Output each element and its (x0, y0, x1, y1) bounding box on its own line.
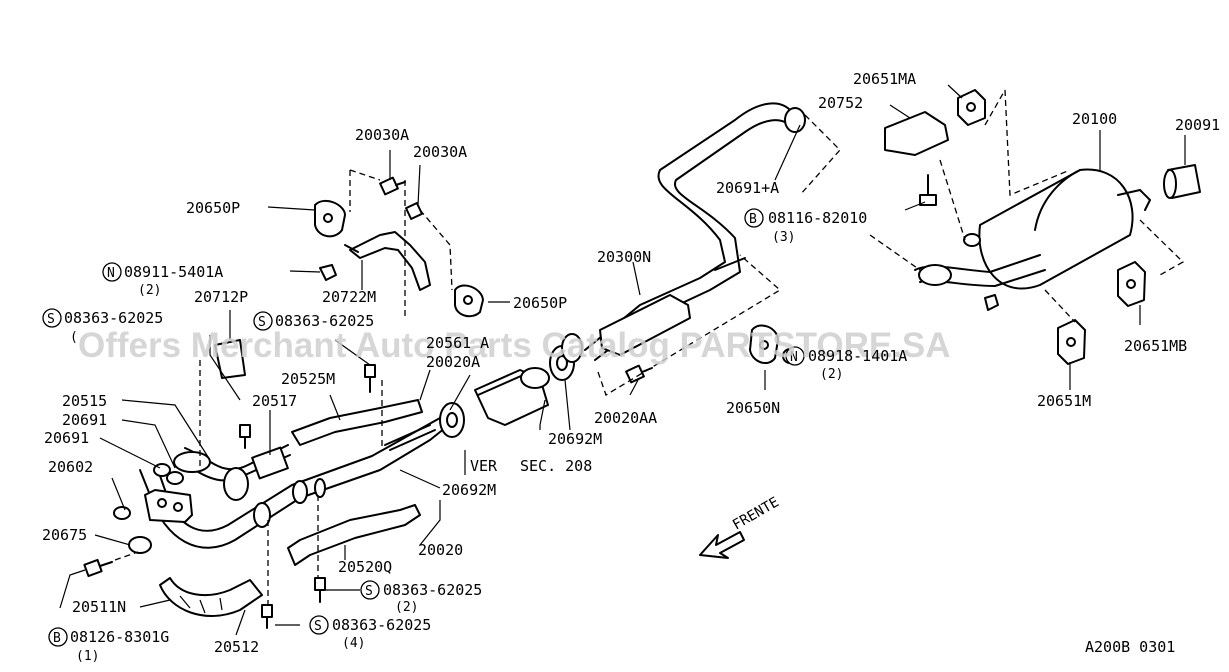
label-08363-c-qty: (4) (342, 636, 365, 651)
mount-rubber-20650P-upper (314, 199, 346, 238)
label-20650P-1: 20650P (186, 199, 240, 217)
label-20650N: 20650N (726, 399, 780, 417)
bolt-08363-a (364, 364, 376, 393)
label-08363-d: 08363-62025 (383, 581, 482, 599)
mount-rubber-20651MA (957, 89, 986, 126)
bracket-20712P (214, 339, 246, 379)
flange-plate (113, 463, 193, 523)
label-20692M-1: 20692M (442, 481, 496, 499)
label-20020A: 20020A (426, 353, 480, 371)
bracket-20722M (344, 231, 431, 291)
label-08918-qty: (2) (820, 367, 843, 382)
label-08126: 08126-8301G (70, 628, 169, 646)
mount-rubber-20650N (749, 324, 779, 365)
label-20561A: 20561 A (426, 334, 489, 352)
circle-S-4: S (365, 584, 373, 599)
label-20675: 20675 (42, 526, 87, 544)
bolt-20030A (379, 176, 423, 220)
label-08126-qty: (1) (76, 649, 99, 664)
label-20030A-1: 20030A (355, 126, 409, 144)
label-ref-prefix: VER (470, 457, 498, 475)
heat-insulator-20525M (291, 399, 423, 446)
label-20030A-2: 20030A (413, 143, 467, 161)
label-20650P-2: 20650P (513, 294, 567, 312)
label-20020: 20020 (418, 541, 463, 559)
label-20525M: 20525M (281, 370, 335, 388)
label-20692M-2: 20692M (548, 430, 602, 448)
assembly-dashed-lines (114, 89, 1185, 605)
gasket-20692M (439, 345, 575, 438)
label-20091: 20091 (1175, 116, 1220, 134)
label-20691-2: 20691 (44, 429, 89, 447)
tail-tip-20091 (1163, 164, 1201, 199)
circle-N-1: N (107, 266, 115, 281)
label-08363-d-qty: (2) (395, 600, 418, 615)
label-20651MA: 20651MA (853, 70, 916, 88)
label-20020AA: 20020AA (594, 409, 657, 427)
circle-S-1: S (47, 312, 55, 327)
label-08116: 08116-82010 (768, 209, 867, 227)
direction-arrow (699, 531, 745, 559)
label-08911-qty: (2) (138, 283, 161, 298)
circle-N-2: N (790, 350, 798, 365)
circle-S-2: S (258, 315, 266, 330)
bolt-08363-d (261, 604, 273, 629)
down-pipe-upper (173, 444, 291, 501)
label-20512: 20512 (214, 638, 259, 656)
label-20520Q: 20520Q (338, 558, 392, 576)
circle-symbols (42, 208, 805, 647)
leader-lines (59, 84, 1186, 636)
bolt-08363-b (239, 424, 251, 449)
label-20515: 20515 (62, 392, 107, 410)
catalytic-converter (474, 367, 550, 426)
washer-small (984, 294, 999, 311)
circle-B-2: B (749, 212, 757, 227)
mount-rubber-20650P-lower (454, 284, 484, 318)
label-20722M: 20722M (322, 288, 376, 306)
label-20602: 20602 (48, 458, 93, 476)
label-20651MB: 20651MB (1124, 337, 1187, 355)
label-20511N: 20511N (72, 598, 126, 616)
nut-08911 (319, 264, 337, 281)
main-muffler-20100 (914, 168, 1151, 290)
clamp-20675 (128, 536, 152, 554)
bracket-20752 (884, 111, 949, 156)
circle-letters: N S S B S S B N (47, 212, 798, 646)
mount-rubber-20651MB (1117, 261, 1146, 307)
circle-B-1: B (53, 631, 61, 646)
mount-rubber-20651M (1057, 319, 1086, 365)
part-labels: 20030A 20030A 20650P 20650P 08911-5401A … (42, 70, 1220, 664)
label-20651M: 20651M (1037, 392, 1091, 410)
front-exhaust-pipe-20020 (139, 417, 446, 549)
heat-insulator-20511N (159, 577, 263, 617)
circle-S-3: S (314, 619, 322, 634)
label-08363-b: 08363-62025 (275, 312, 374, 330)
bolt-08363-c (314, 577, 326, 603)
label-20691A: 20691+A (716, 179, 779, 197)
label-ref-sec: SEC. 208 (520, 457, 592, 475)
label-08363-a: 08363-62025 (64, 309, 163, 327)
label-08116-qty: (3) (772, 230, 795, 245)
label-20517: 20517 (252, 392, 297, 410)
label-08363-a-qty: ( (70, 330, 78, 345)
label-20752: 20752 (818, 94, 863, 112)
label-20712P: 20712P (194, 288, 248, 306)
watermark: Offers Merchant Auto Parts Catalog PARTS… (78, 326, 951, 365)
bolt-08116 (919, 174, 937, 206)
label-08918: 08918-1401A (808, 347, 907, 365)
label-08911: 08911-5401A (124, 263, 223, 281)
direction-label: FRENTE (730, 494, 782, 533)
center-pipe-20300N (561, 102, 806, 363)
label-20100: 20100 (1072, 110, 1117, 128)
diagram-code: A200B 0301 (1085, 638, 1175, 656)
label-20691-1: 20691 (62, 411, 107, 429)
label-20300N: 20300N (597, 248, 651, 266)
label-08363-c: 08363-62025 (332, 616, 431, 634)
bolt-08126 (83, 558, 113, 578)
heat-insulator-20520Q (287, 504, 421, 566)
